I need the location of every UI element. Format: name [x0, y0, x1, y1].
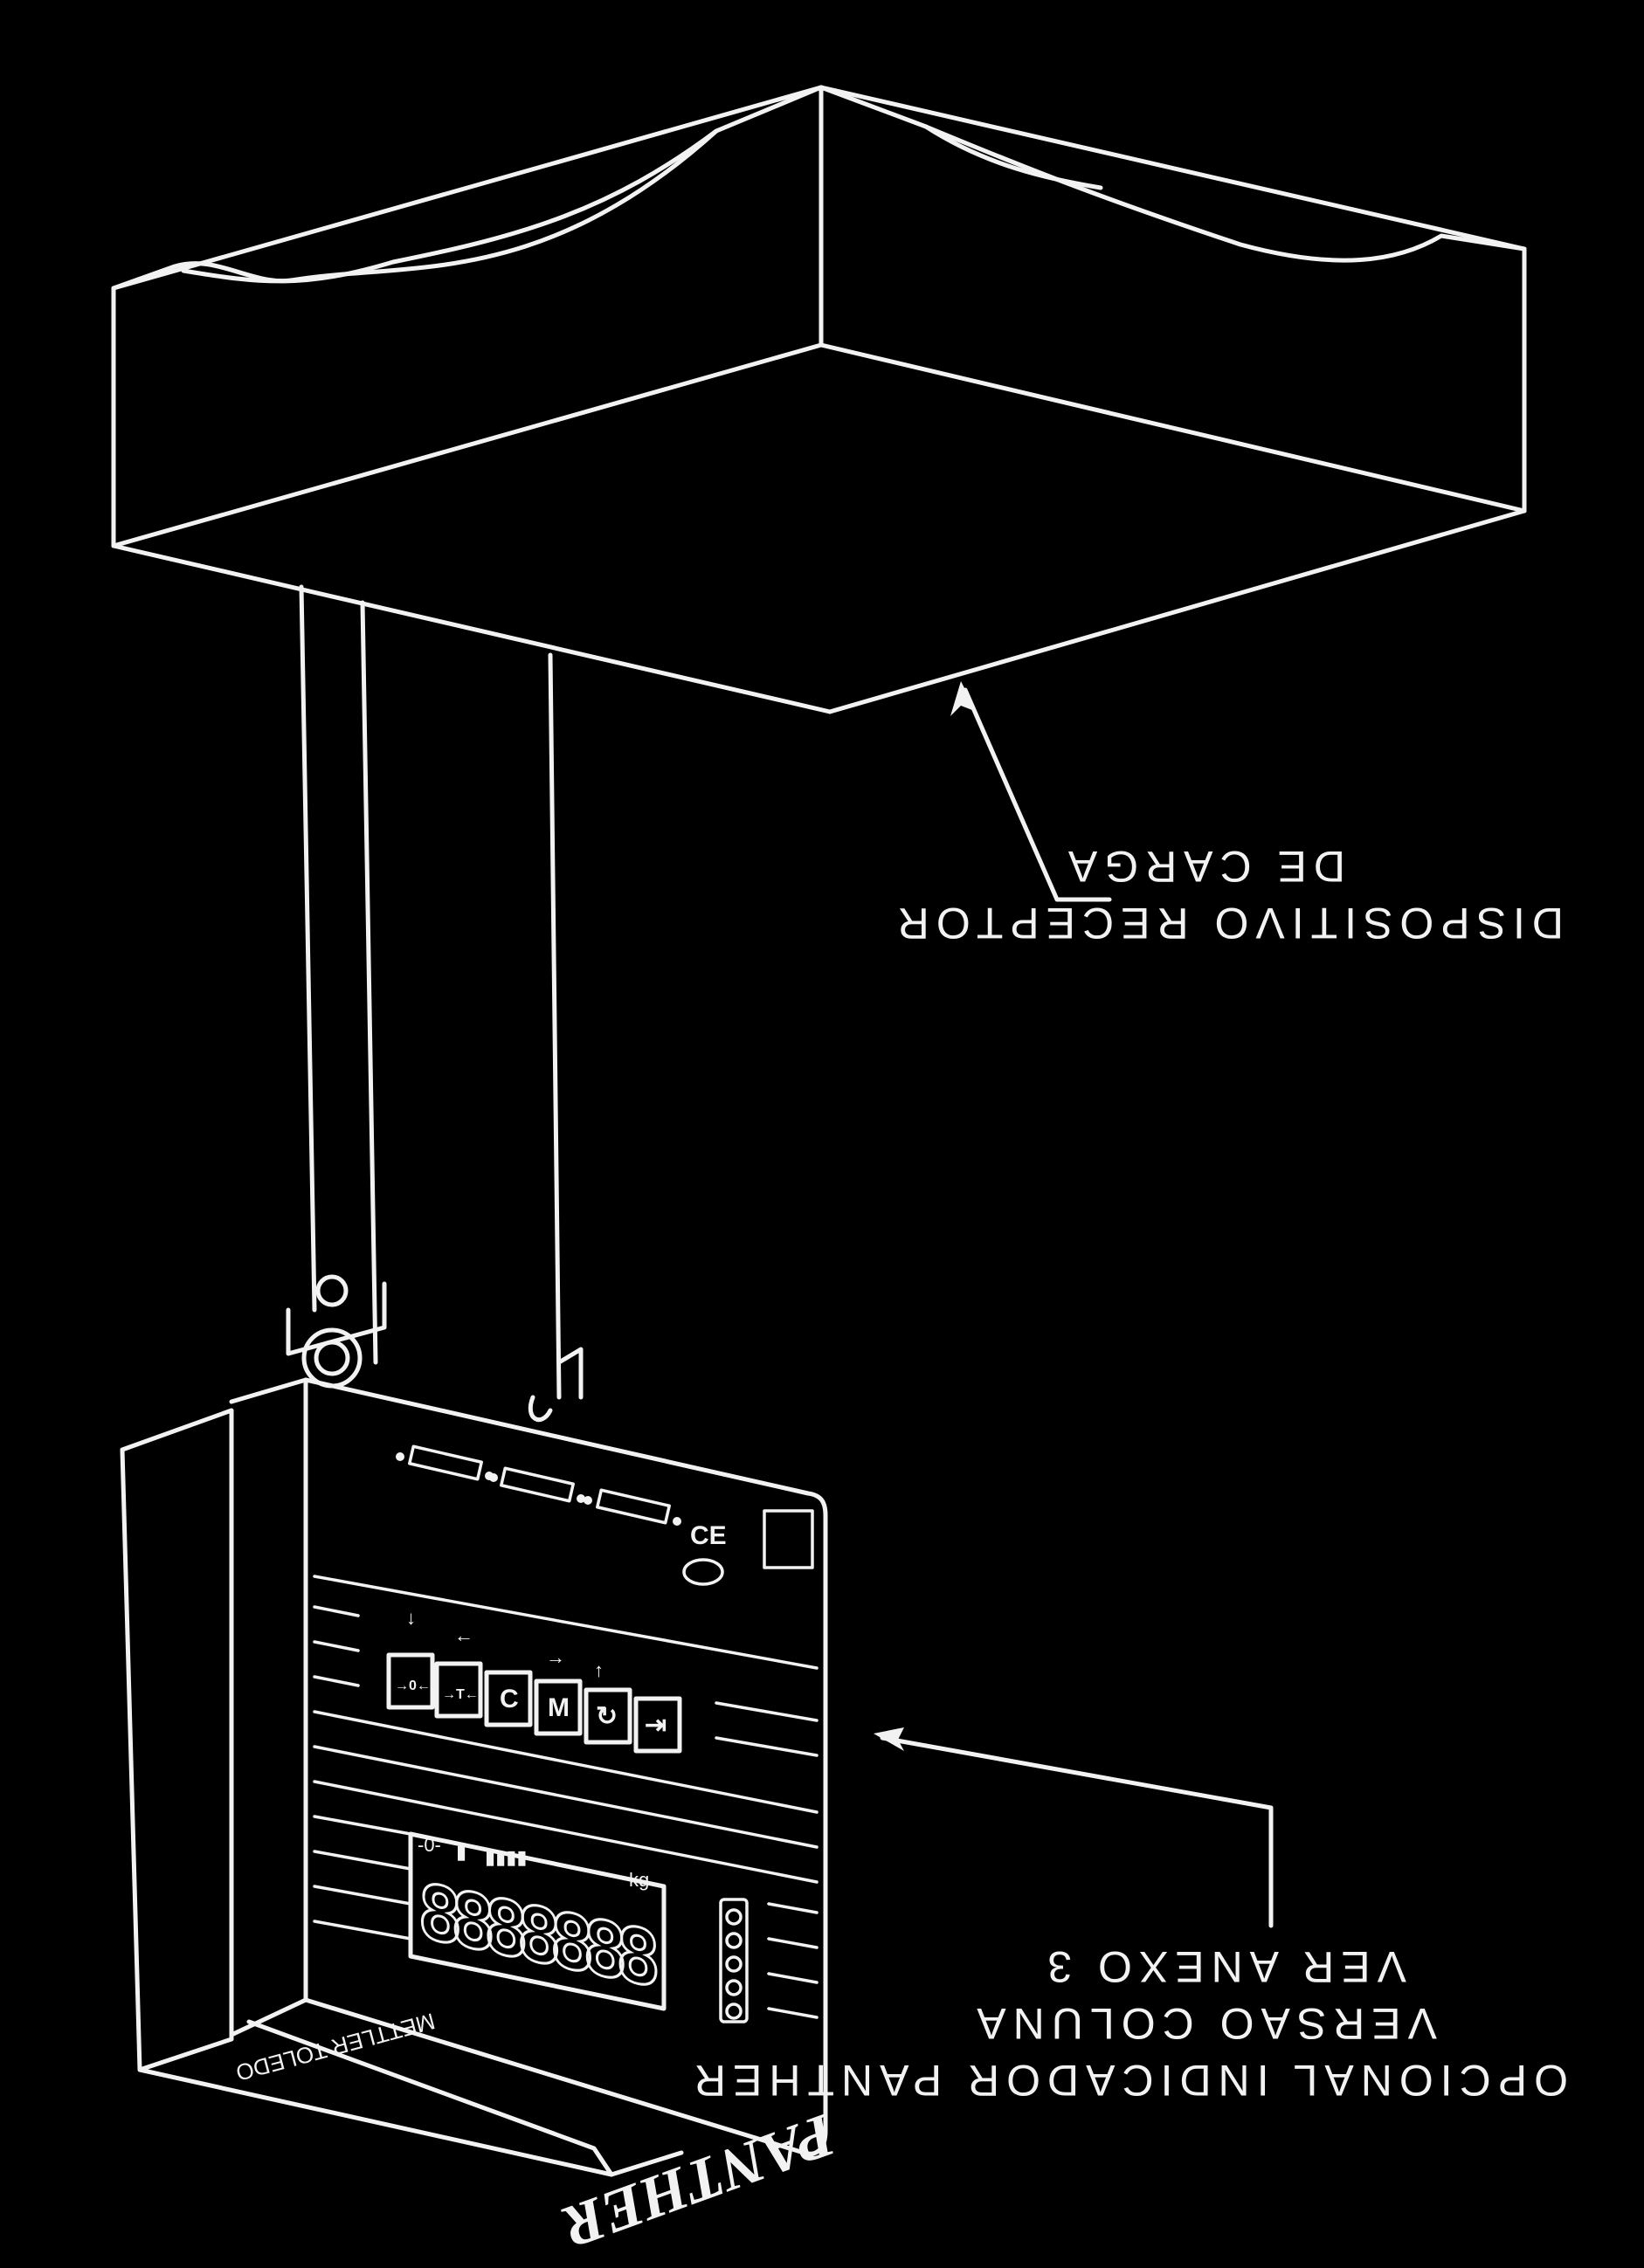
callout-leaders [874, 681, 1274, 1928]
interface-connectors [396, 1444, 681, 1526]
ce-mark: CE [682, 1509, 814, 1586]
panther-indicator: CE ↓ ← → ↑ →0← →T← C M [120, 1377, 845, 2261]
load-receptor-caption: DISPOSITIVO RECEPTOR DE CARGA [891, 842, 1564, 948]
svg-text:-0-: -0- [418, 1834, 441, 1856]
svg-text:→0←: →0← [395, 1679, 431, 1693]
brand-label: PANTHER [554, 2100, 845, 2261]
key-zero[interactable]: →0← [386, 1652, 435, 1710]
support-column [286, 584, 584, 1423]
svg-text:↻: ↻ [596, 1702, 618, 1731]
svg-text:←: ← [454, 1624, 473, 1646]
svg-text:→T←: →T← [442, 1687, 479, 1702]
key-clear[interactable]: C [484, 1670, 533, 1727]
svg-text:CE: CE [690, 1521, 727, 1550]
key-enter[interactable]: ⇥ [633, 1696, 682, 1754]
svg-text:C: C [500, 1685, 519, 1713]
indicator-line3: VER ANEXO 3 [1040, 1942, 1406, 1991]
svg-text:M: M [548, 1693, 570, 1722]
svg-text:kg: kg [629, 1869, 649, 1891]
svg-text:→: → [546, 1646, 565, 1668]
svg-text:↑: ↑ [594, 1659, 604, 1681]
svg-text:▮▮▮▮: ▮▮▮▮ [485, 1846, 527, 1868]
indicator-line1: OPCIONAL INDICADOR PANTHER [687, 2056, 1568, 2105]
key-tare[interactable]: →T← [434, 1661, 483, 1719]
load-receptor-line2: DE CARGA [1061, 842, 1345, 891]
status-leds [719, 1898, 749, 2023]
weight-display: -0- ▮ ▮▮▮▮ kg 8888888 [408, 1831, 667, 2011]
key-function[interactable]: ↻ [584, 1687, 632, 1745]
load-receptor-platform [111, 85, 1527, 714]
key-memory[interactable]: M [534, 1679, 583, 1736]
svg-text:▮: ▮ [456, 1841, 466, 1863]
load-receptor-line1: DISPOSITIVO RECEPTOR [891, 899, 1564, 948]
indicator-caption: OPCIONAL INDICADOR PANTHER VERSAO COLUNA… [687, 1942, 1568, 2105]
svg-text:⇥: ⇥ [645, 1711, 667, 1740]
keypad: ↓ ← → ↑ →0← →T← C M ↻ [386, 1607, 682, 1754]
indicator-line2: VERSAO COLUNA [970, 1999, 1437, 2048]
svg-text:↓: ↓ [406, 1607, 416, 1629]
